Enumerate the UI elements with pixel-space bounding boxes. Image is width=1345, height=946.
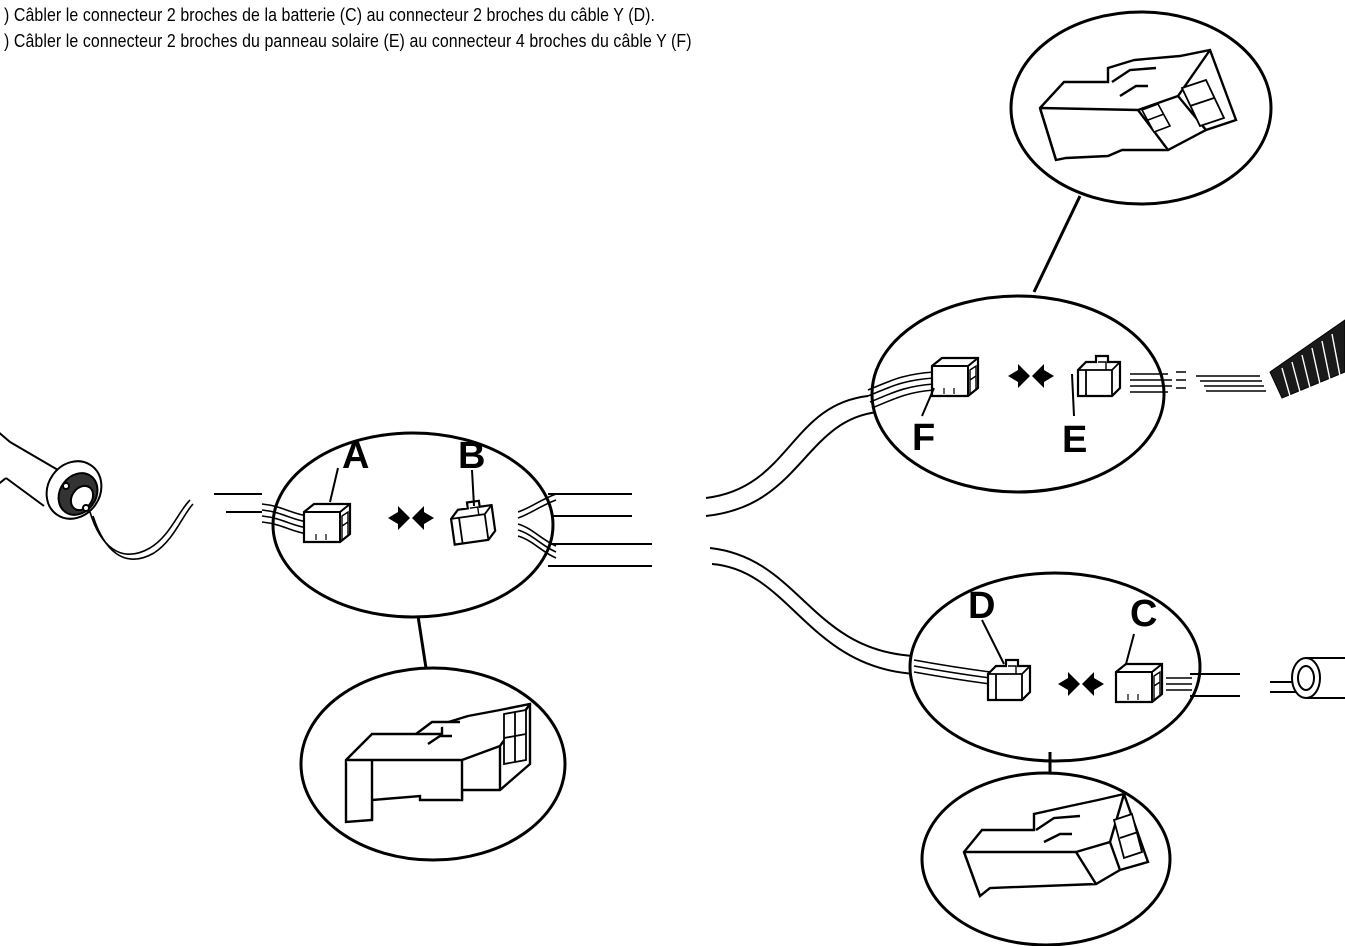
- instructions: ) Câbler le connecteur 2 broches de la b…: [4, 2, 804, 54]
- detail-circle-4pin-right: [1009, 10, 1273, 206]
- left-cable: [214, 493, 262, 513]
- label-c: C: [1130, 593, 1157, 635]
- detail-connector-line-fe: [1032, 195, 1082, 293]
- label-d: D: [968, 585, 995, 627]
- solar-panel-cable: [1176, 371, 1266, 392]
- y-cable: [548, 395, 917, 675]
- battery-cable: [1190, 673, 1298, 697]
- battery: [1291, 657, 1345, 699]
- connector-a: [302, 502, 352, 544]
- connector-f: [930, 356, 980, 398]
- label-f: F: [912, 417, 935, 459]
- zoom-circle-dc: D C: [908, 571, 1202, 763]
- instruction-step-solar-panel: ) Câbler le connecteur 2 broches du pann…: [4, 30, 692, 51]
- label-a: A: [342, 435, 369, 477]
- detail-connector-line-ab: [416, 615, 428, 669]
- zoom-circle-fe: F E: [867, 294, 1172, 494]
- solar-panel: [1269, 319, 1345, 399]
- motor-tube: [0, 432, 194, 560]
- detail-circle-4pin-left: [299, 666, 567, 862]
- label-e: E: [1062, 419, 1087, 461]
- zoom-circle-ab: A B: [261, 431, 557, 619]
- label-b: B: [458, 435, 485, 477]
- instruction-step-battery: ) Câbler le connecteur 2 broches de la b…: [4, 4, 656, 25]
- detail-circle-2pin: [920, 771, 1172, 946]
- connector-c: [1114, 662, 1164, 704]
